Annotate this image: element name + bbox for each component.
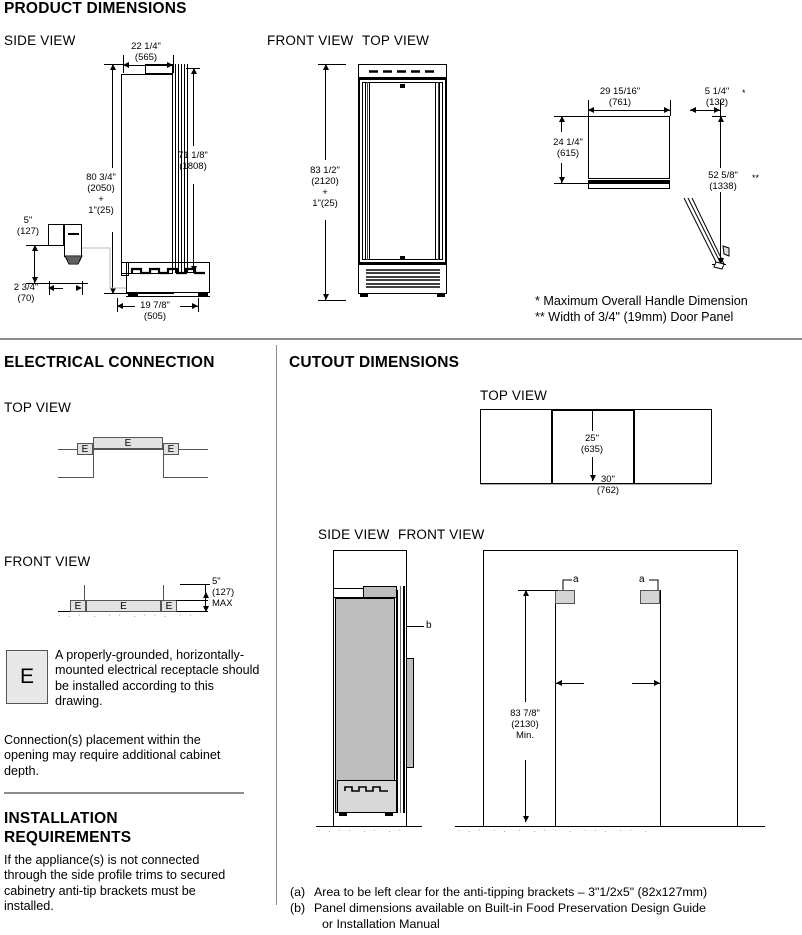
electrical-e-left-top: E	[77, 443, 93, 455]
electrical-top-view-label: TOP VIEW	[4, 400, 72, 415]
cutout-top-view-label: TOP VIEW	[480, 388, 548, 403]
legend-e-label: E	[19, 665, 34, 688]
e-label: E	[120, 600, 127, 612]
installation-divider	[4, 792, 244, 794]
cutout-footnote-a-text: Area to be left clear for the anti-tippi…	[314, 885, 708, 899]
legend-e-box: E	[6, 650, 48, 704]
dim-front-height: 83 1/2" (2120) + 1"(25)	[310, 165, 340, 209]
cutout-front-view-label: FRONT VIEW	[398, 527, 485, 542]
cutout-footnote-b-key: (b)	[290, 901, 306, 915]
dim-door-swing: 52 5/8" (1338)	[708, 170, 738, 192]
cutout-footnote-b-text: Panel dimensions available on Built-in F…	[314, 901, 706, 915]
dim-top-width: 29 15/16" (761)	[599, 86, 641, 108]
dim-base-depth: 19 7/8" (505)	[140, 300, 170, 322]
cutout-base-grille	[344, 786, 388, 792]
panel-star-marker: **	[752, 173, 760, 183]
electrical-note: Connection(s) placement within the openi…	[4, 733, 221, 778]
top-vent-marks	[369, 70, 434, 73]
receptacle-plug-icon	[64, 255, 83, 265]
callout-a-right-leader	[649, 579, 659, 590]
top-view-label: TOP VIEW	[362, 33, 430, 48]
callout-a-right: a	[639, 574, 645, 585]
column-divider	[276, 345, 277, 905]
callout-b: b	[426, 620, 432, 631]
front-view-label: FRONT VIEW	[267, 33, 354, 48]
cutout-dimensions-title: CUTOUT DIMENSIONS	[289, 354, 460, 371]
product-dimensions-title: PRODUCT DIMENSIONS	[4, 0, 187, 17]
e-label: E	[81, 443, 89, 455]
installation-title-line2: REQUIREMENTS	[4, 829, 132, 846]
cutout-footnote-a-key: (a)	[290, 885, 306, 899]
dim-height-total: 80 3/4" (2050) + 1"(25)	[86, 172, 116, 216]
electrical-connection-title: ELECTRICAL CONNECTION	[4, 354, 215, 371]
electrical-e-right-front: E	[161, 600, 177, 612]
dim-receptacle-floor: 2 3/4" (70)	[13, 282, 39, 304]
front-base-grille	[366, 269, 440, 288]
legend-description: A properly-grounded, horizontally-mounte…	[55, 648, 260, 709]
electrical-e-left-front: E	[70, 600, 86, 612]
e-label: E	[167, 443, 175, 455]
installation-title-line1: INSTALLATION	[4, 810, 118, 827]
anti-tip-bracket-right	[640, 590, 660, 604]
electrical-e-right-top: E	[163, 443, 179, 455]
side-view-label: SIDE VIEW	[4, 33, 76, 48]
installation-text: If the appliance(s) is not connected thr…	[4, 853, 226, 914]
dim-depth-top: 22 1/4" (565)	[131, 41, 161, 63]
dim-cutout-depth: 25" (635)	[580, 433, 604, 455]
cutout-footnote-b-cont: or Installation Manual	[322, 917, 440, 931]
handle-star-marker: *	[742, 88, 746, 98]
cutout-side-view-label: SIDE VIEW	[318, 527, 390, 542]
dim-cutout-width: 30" (762)	[596, 474, 620, 496]
receptacle-leader	[82, 247, 126, 289]
dim-electrical-max: 5" (127) MAX	[212, 576, 235, 609]
product-footnote-1: * Maximum Overall Handle Dimension	[535, 294, 748, 308]
e-label: E	[74, 600, 82, 612]
dim-height-cabinet: 71 1/8" (1808)	[178, 150, 208, 172]
e-label: E	[165, 600, 173, 612]
electrical-front-view-label: FRONT VIEW	[4, 554, 91, 569]
callout-a-left: a	[573, 574, 579, 585]
dim-handle-projection: 5 1/4" (132)	[704, 86, 730, 108]
electrical-e-center-top: E	[93, 437, 163, 449]
dim-top-depth: 24 1/4" (615)	[553, 137, 583, 159]
anti-tip-bracket-left	[555, 590, 575, 604]
e-label: E	[124, 437, 132, 449]
dim-receptacle-height: 5" (127)	[16, 215, 40, 237]
product-footnote-2: ** Width of 3/4" (19mm) Door Panel	[535, 310, 734, 324]
dim-cutout-height: 83 7/8" (2130) Min.	[510, 708, 540, 741]
callout-a-left-leader	[562, 579, 572, 590]
door-open-swing	[683, 197, 730, 270]
electrical-e-center-front: E	[86, 600, 161, 612]
base-grille-side	[130, 267, 205, 275]
section-divider-top	[0, 338, 802, 340]
